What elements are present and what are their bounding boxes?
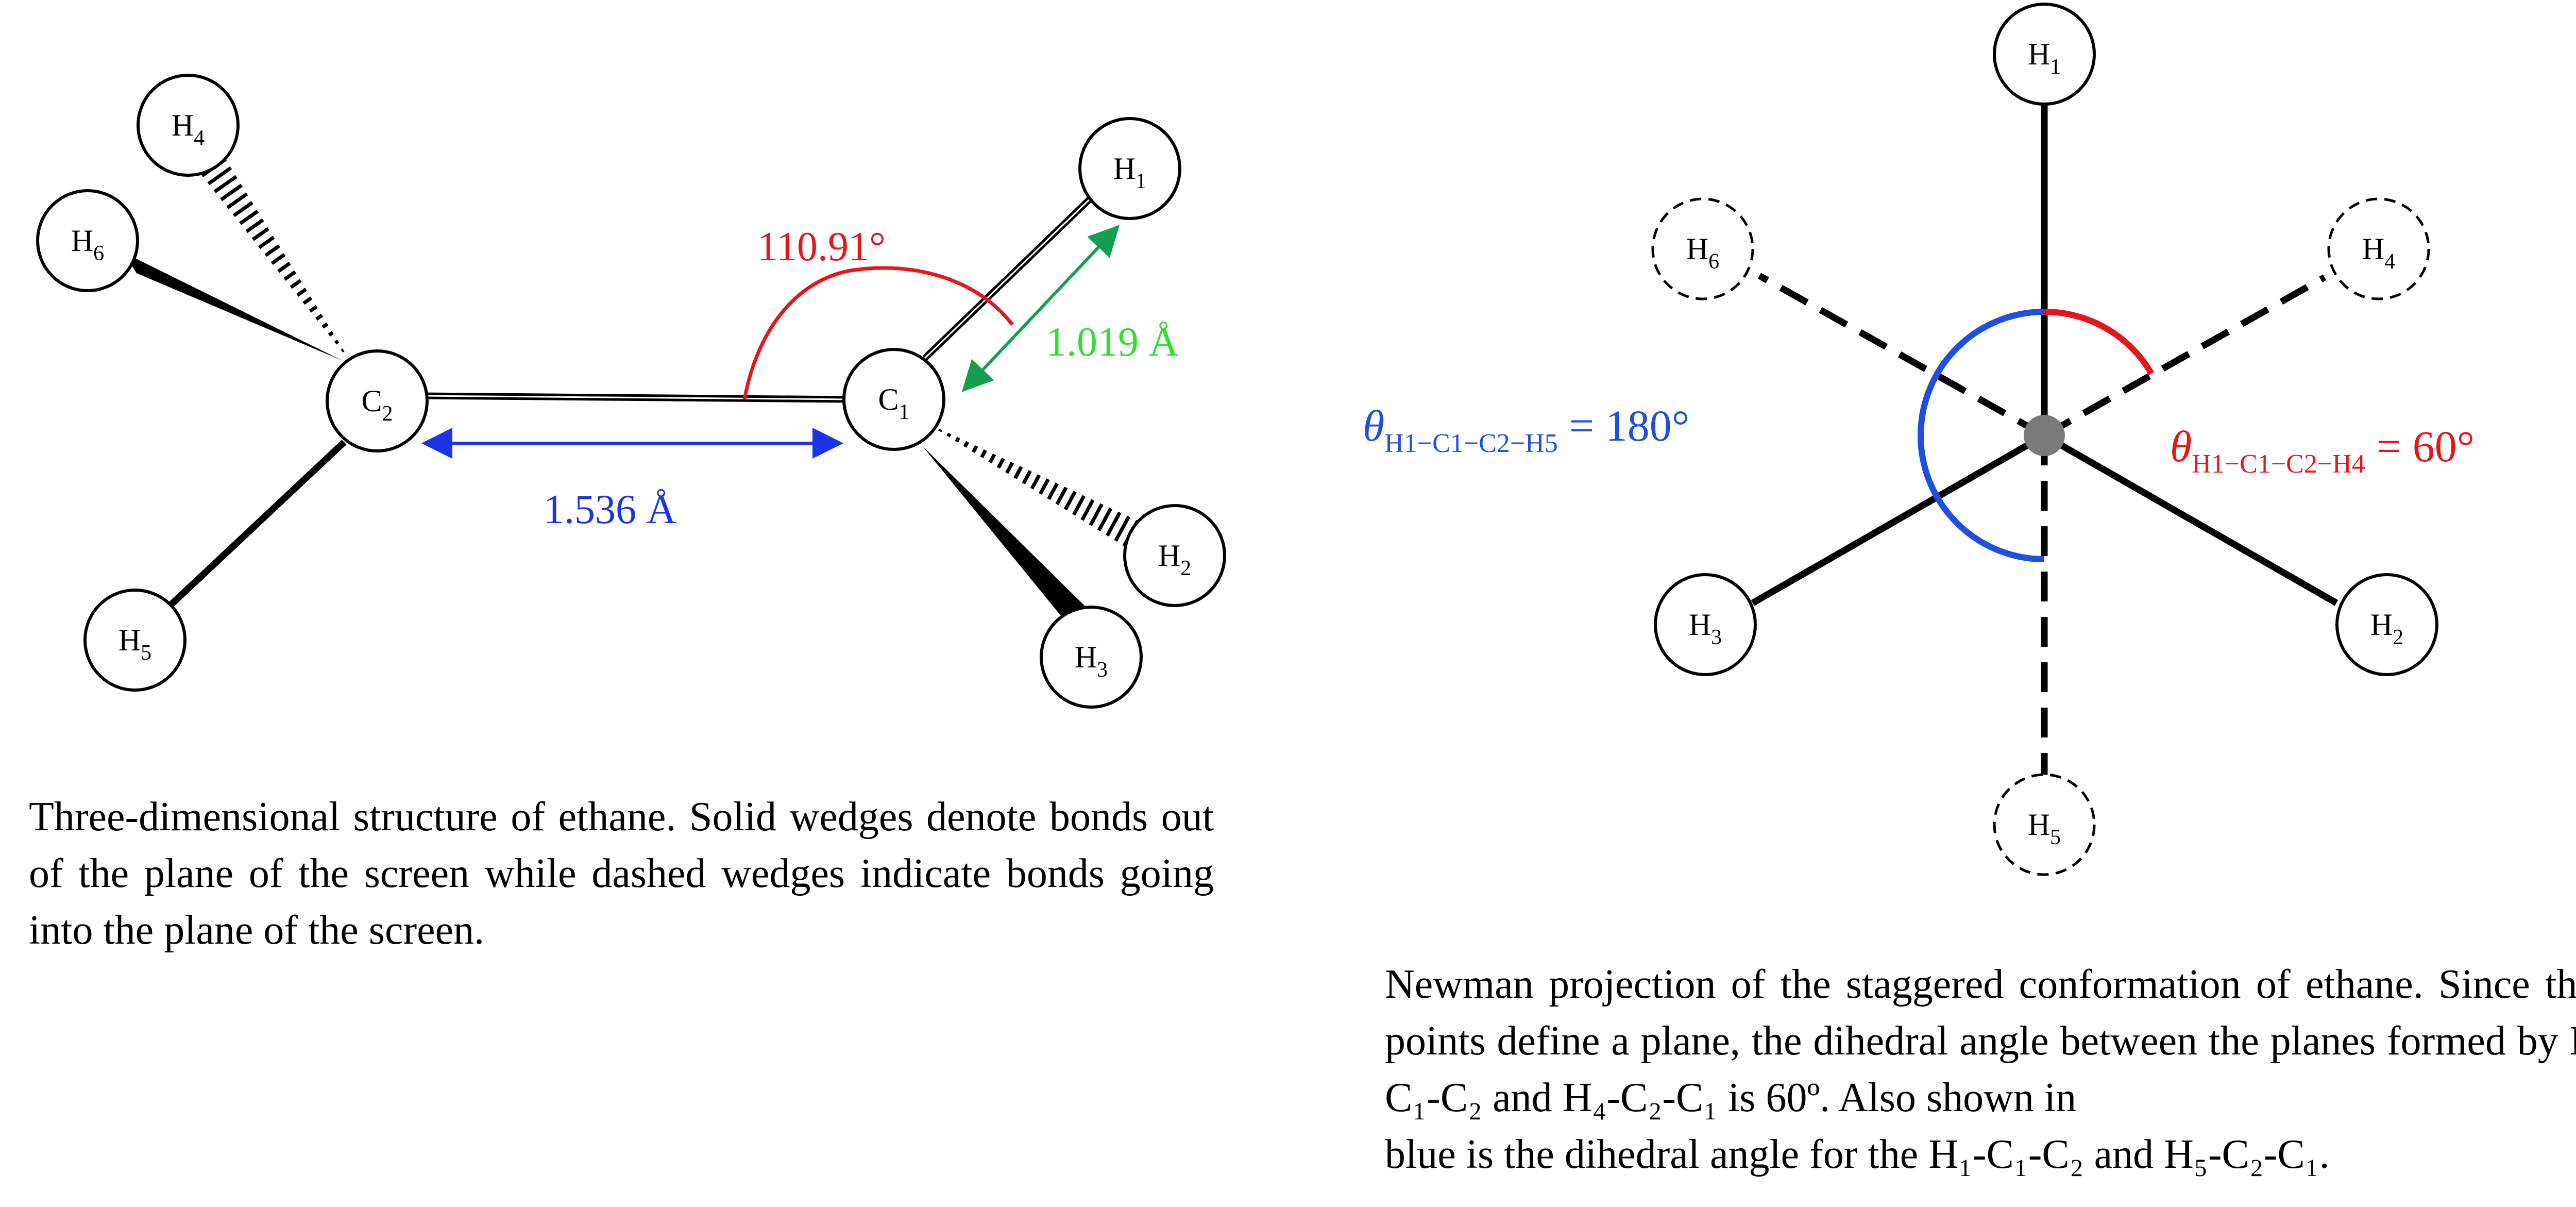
hash-line <box>258 236 275 249</box>
hash-wedge-c2-h4 <box>201 158 345 353</box>
hash-line <box>1080 499 1095 521</box>
svg-text:H5: H5 <box>2028 808 2061 849</box>
hash-line <box>213 175 238 193</box>
hash-line <box>245 218 264 233</box>
caption-newman: Newman projection of the staggered confo… <box>1385 956 2576 1183</box>
hash-line <box>220 183 243 202</box>
newman-front-bond-h2 <box>2042 432 2338 606</box>
hash-line <box>1022 470 1032 484</box>
atom-h3: H3 <box>1040 606 1143 709</box>
hash-line <box>290 279 302 289</box>
hash-line <box>963 441 970 448</box>
wedge-c1-h3 <box>922 446 1086 623</box>
hash-line <box>1097 507 1113 531</box>
svg-text:H1: H1 <box>2028 37 2061 79</box>
hash-line <box>1039 478 1050 495</box>
atom-h2: H2 <box>1123 504 1226 607</box>
hash-line <box>264 244 280 257</box>
svg-text:H2: H2 <box>2370 608 2403 649</box>
hash-line <box>971 445 978 453</box>
hash-line <box>1030 474 1041 490</box>
newman-back-bond-h4 <box>2042 274 2327 439</box>
hash-line <box>938 428 943 432</box>
hash-line <box>1013 466 1023 479</box>
angle-label-110: 110.91° <box>757 224 886 270</box>
svg-text:H4: H4 <box>2362 232 2395 274</box>
bond-c2-h5 <box>167 440 347 608</box>
caption-newman-line1: Newman projection of the staggered confo… <box>1385 962 2576 1120</box>
svg-text:H1: H1 <box>1113 152 1146 193</box>
hash-line <box>1047 482 1059 500</box>
hash-line <box>328 331 334 337</box>
hash-line <box>277 261 291 273</box>
hash-line <box>1055 487 1068 506</box>
hash-line <box>232 201 253 217</box>
hash-line <box>1072 495 1086 516</box>
svg-text:H6: H6 <box>71 224 104 265</box>
svg-text:H3: H3 <box>1075 640 1108 682</box>
hash-line <box>309 305 318 313</box>
svg-text:H6: H6 <box>1686 232 1719 274</box>
newman-atom-h6: H6 <box>1651 197 1754 300</box>
atom-h6: H6 <box>36 189 139 292</box>
hash-line <box>946 432 952 438</box>
newman-back-bond-h6 <box>1757 273 2046 439</box>
newman-center <box>2024 415 2065 456</box>
hash-line <box>1063 491 1077 511</box>
atom-h5: H5 <box>83 589 187 692</box>
svg-text:C2: C2 <box>361 384 393 426</box>
hash-wedge-c1-h2 <box>938 428 1140 547</box>
hash-line <box>270 253 286 265</box>
newman-atom-h1: H1 <box>1993 3 2096 106</box>
newman-atom-h5: H5 <box>1993 773 2096 876</box>
caption-3d-text: Three-dimensional structure of ethane. S… <box>29 794 1214 953</box>
wedge-c2-h6 <box>124 253 343 361</box>
svg-text:H2: H2 <box>1158 539 1191 580</box>
newman-atom-h2: H2 <box>2335 573 2438 676</box>
newman-arc-180 <box>1918 309 2045 562</box>
caption-3d-structure: Three-dimensional structure of ethane. S… <box>29 789 1214 959</box>
hash-line <box>226 192 248 209</box>
ch-length-arrow <box>961 225 1120 392</box>
hash-line <box>207 166 232 186</box>
hash-line <box>980 449 987 459</box>
svg-text:H3: H3 <box>1689 608 1722 649</box>
ethane-3d-structure: 110.91° 1.019 Å 1.536 Å C2 C1 H1 H2 H3 <box>36 74 1226 709</box>
newman-front-bond-h3 <box>1751 432 2046 606</box>
svg-text:H4: H4 <box>172 108 205 150</box>
hash-line <box>988 453 996 464</box>
atom-h1: H1 <box>1078 117 1181 220</box>
atom-h4: H4 <box>137 74 240 177</box>
newman-projection: H1 H3 H2 H6 H4 H5 θH1−C1−C2−H5= 180° θH1… <box>1363 3 2475 876</box>
bond-c1-c2-inner <box>422 395 851 400</box>
hash-line <box>321 322 329 329</box>
newman-atom-h4: H4 <box>2327 197 2430 300</box>
atom-c2: C2 <box>326 349 429 452</box>
hash-line <box>239 209 259 225</box>
newman-label-180: θH1−C1−C2−H5= 180° <box>1363 401 1689 458</box>
hash-line <box>296 288 307 297</box>
hash-line <box>996 457 1005 469</box>
svg-text:C1: C1 <box>878 382 909 424</box>
hash-line <box>1005 461 1014 474</box>
hash-line <box>955 437 960 443</box>
hash-line <box>1106 511 1122 537</box>
newman-atom-h3: H3 <box>1654 573 1757 676</box>
hash-line <box>315 313 324 321</box>
newman-label-60: θH1−C1−C2−H4= 60° <box>2170 422 2475 479</box>
ch-length-label: 1.019 Å <box>1046 320 1179 365</box>
hash-line <box>302 296 313 305</box>
hash-line <box>334 340 340 345</box>
hash-line <box>251 227 270 241</box>
cc-length-label: 1.536 Å <box>544 487 676 532</box>
hash-line <box>341 348 345 353</box>
caption-newman-line2: blue is the dihedral angle for the H₁-C₁… <box>1385 1132 2330 1177</box>
svg-text:H5: H5 <box>118 623 151 665</box>
hash-line <box>1114 515 1131 542</box>
atom-c1: C1 <box>842 348 945 451</box>
hash-line <box>283 270 297 281</box>
newman-arc-60 <box>2044 308 2155 376</box>
hash-line <box>1089 503 1104 526</box>
